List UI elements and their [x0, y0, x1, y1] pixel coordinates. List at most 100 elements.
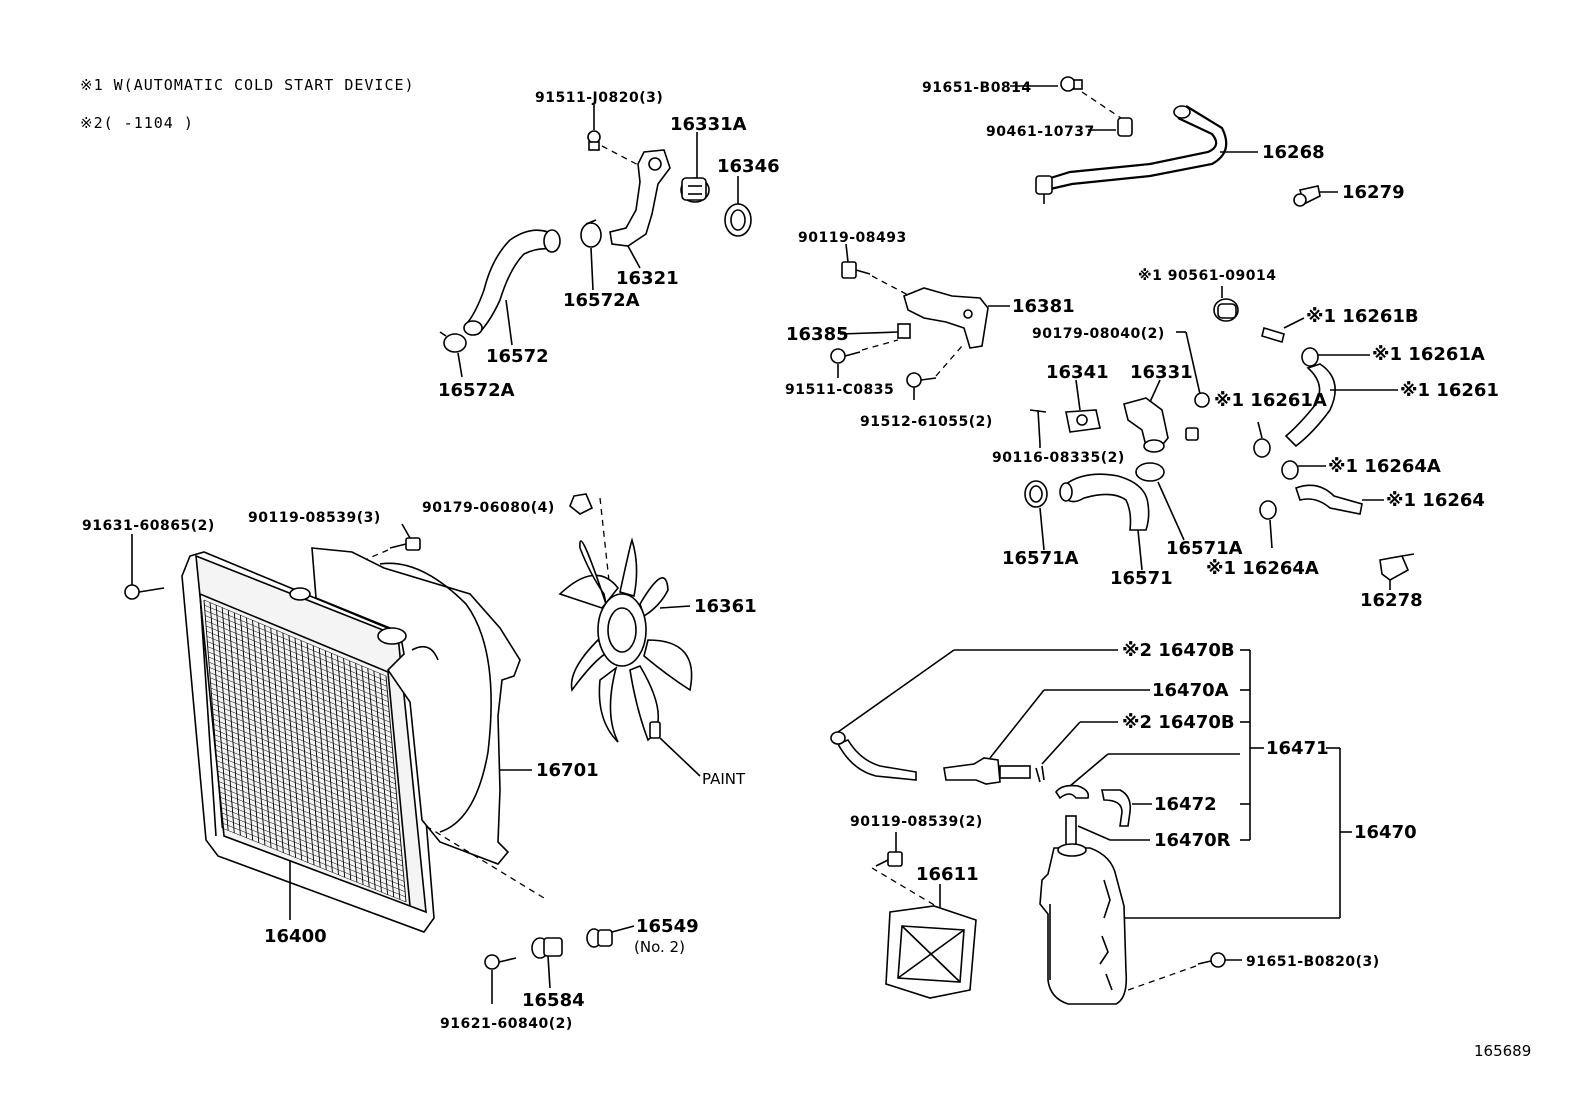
valve-90561-09014-icon	[1213, 298, 1239, 322]
label-16470: 16470	[1354, 822, 1417, 843]
core-tube	[219, 796, 404, 872]
hose-16470b-1-icon	[836, 739, 917, 781]
core-tube	[210, 677, 393, 754]
label-90116-08335: 90116-08335(2)	[992, 450, 1125, 466]
label-16470r: 16470R	[1154, 830, 1231, 851]
core-tube	[211, 693, 395, 769]
core-tube	[203, 599, 387, 677]
label-16701: 16701	[536, 760, 599, 781]
label-91651-b0814: 91651-B0814	[922, 80, 1032, 96]
core-tube	[217, 770, 402, 846]
bolt-91511-j0820-icon	[587, 130, 601, 151]
nut-90179-06080-icon	[569, 493, 594, 515]
hose-16472-icon	[1101, 789, 1132, 827]
label-paint: PAINT	[702, 770, 746, 788]
valve-16470a-icon	[943, 757, 1001, 785]
reservoir-tank-16470-icon	[1039, 847, 1128, 1005]
label-90119-08539-3: 90119-08539(3)	[248, 510, 381, 526]
bypass-pipe-group	[1010, 76, 1338, 207]
bolt-90119-08539-3-icon	[389, 537, 421, 551]
label-16261a-1: ※1 16261A	[1372, 344, 1485, 365]
core-tube	[218, 781, 403, 857]
core-tube	[216, 755, 400, 831]
bolt-91621-60840-icon	[484, 954, 517, 970]
pipe-16261b-icon	[1261, 326, 1285, 344]
label-91651-b0820: 91651-B0820(3)	[1246, 954, 1380, 970]
label-16261a-2: ※1 16261A	[1214, 390, 1327, 411]
label-91621-60840: 91621-60840(2)	[440, 1016, 573, 1032]
label-16264: ※1 16264	[1386, 490, 1485, 511]
core-tube	[211, 698, 395, 774]
label-16261b: ※1 16261B	[1306, 306, 1419, 327]
core-tube	[208, 661, 392, 738]
label-16346: 16346	[717, 156, 780, 177]
bolt-90119-08493-icon	[841, 261, 871, 279]
core-tube	[204, 610, 388, 687]
clamp-90461-10737-icon	[1117, 117, 1133, 137]
note-1: ※1 W(AUTOMATIC COLD START DEVICE)	[80, 76, 415, 94]
label-16279: 16279	[1342, 182, 1405, 203]
core-tube	[212, 703, 396, 779]
label-16261: ※1 16261	[1400, 380, 1499, 401]
tube-16470r-icon	[1065, 815, 1077, 849]
label-16361: 16361	[694, 596, 757, 617]
core-tube	[205, 625, 389, 702]
core-tube	[216, 760, 401, 836]
hose-16264-icon	[1294, 484, 1363, 515]
bolt-91651-b0820-icon	[1197, 952, 1226, 968]
label-90561-09014: ※1 90561-09014	[1138, 268, 1276, 284]
clamp-16264a-2-icon	[1259, 500, 1277, 520]
label-90179-06080: 90179-06080(4)	[422, 500, 555, 516]
core-tube	[205, 620, 388, 697]
label-16571a-right: 16571A	[1166, 538, 1243, 559]
fan-16361-icon	[558, 537, 693, 743]
core-tube	[214, 729, 398, 805]
plug-16549-icon	[586, 928, 613, 948]
label-16321: 16321	[616, 268, 679, 289]
radiator-group	[124, 493, 701, 1004]
label-16549: 16549	[636, 916, 699, 937]
label-91511-j0820: 91511-J0820(3)	[535, 90, 663, 106]
core-tube	[212, 713, 397, 790]
upper-hose-group	[439, 104, 752, 378]
clamp-16572a-top-icon	[580, 219, 602, 248]
core-tube	[219, 791, 403, 867]
label-16470a: 16470A	[1152, 680, 1229, 701]
label-16470b-1: ※2 16470B	[1122, 640, 1235, 661]
label-16264a-2: ※1 16264A	[1206, 558, 1319, 579]
radiator-hose-16572-icon	[466, 229, 558, 336]
clamp-16264a-1-icon	[1281, 460, 1299, 480]
core-tube	[220, 812, 405, 887]
cold-start-group	[1024, 286, 1415, 590]
fitting-16279-icon	[1293, 185, 1321, 207]
label-90461-10737: 90461-10737	[986, 124, 1095, 140]
label-16278: 16278	[1360, 590, 1423, 611]
bracket-16381-icon	[903, 287, 989, 349]
label-90179-08040: 90179-08040(2)	[1032, 326, 1165, 342]
core-tube	[221, 827, 407, 903]
core-tube	[213, 718, 397, 795]
label-16584: 16584	[522, 990, 585, 1011]
label-16572a-bottom: 16572A	[438, 380, 515, 401]
core-tube	[212, 708, 396, 785]
label-16400: 16400	[264, 926, 327, 947]
label-16331a: 16331A	[670, 114, 747, 135]
bolt-90119-08539-2-icon	[875, 851, 903, 867]
label-16268: 16268	[1262, 142, 1325, 163]
core-tube	[217, 775, 402, 851]
nut-90179-08040-icon	[1194, 392, 1210, 408]
label-16331: 16331	[1130, 362, 1193, 383]
label-91512-61055: 91512-61055(2)	[860, 414, 993, 430]
hose-16571-icon	[1065, 473, 1150, 531]
label-16549-sub: (No. 2)	[634, 938, 685, 956]
core-tube	[210, 682, 394, 759]
clamp-16572a-bottom-icon	[439, 331, 467, 353]
nut-16385-icon	[897, 323, 911, 339]
bracket-group	[830, 243, 1010, 400]
clamp-16261a-2-icon	[1253, 438, 1271, 458]
core-tube	[206, 630, 389, 708]
core-tube	[214, 734, 398, 810]
label-16611: 16611	[916, 864, 979, 885]
label-16341: 16341	[1046, 362, 1109, 383]
